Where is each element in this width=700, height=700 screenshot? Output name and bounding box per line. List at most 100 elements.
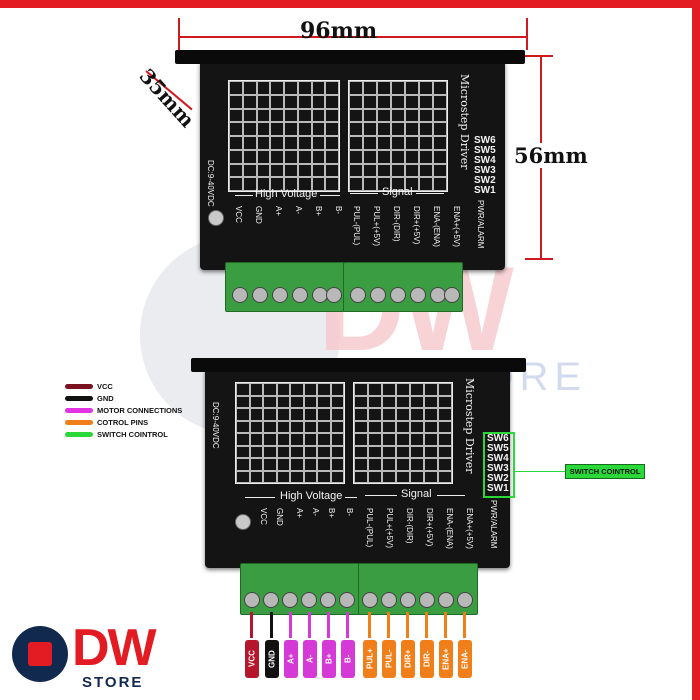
pin-wire bbox=[270, 612, 273, 638]
terminal-block-high-voltage bbox=[225, 262, 345, 312]
legend-label: COTROL PINS bbox=[97, 417, 149, 427]
signal-label: Signal bbox=[382, 186, 413, 198]
pin-label-ena-minus: ENA- bbox=[458, 640, 472, 678]
terminal-screw-icon bbox=[419, 592, 435, 608]
switch-label: SW4 bbox=[474, 155, 496, 166]
terminal-screw-icon bbox=[381, 592, 397, 608]
switch-label: SW4 bbox=[487, 453, 509, 464]
switch-label: SW2 bbox=[474, 175, 496, 186]
terminal-screw-icon bbox=[326, 287, 342, 303]
terminal-block-signal bbox=[358, 563, 478, 615]
pin-text-pul-minus: PUL-(PUL) bbox=[352, 206, 361, 246]
legend-label: GND bbox=[97, 393, 114, 403]
pin-text-vcc: VCC bbox=[234, 206, 243, 223]
pin-text-b-plus: B+ bbox=[327, 508, 336, 519]
mounting-bracket-bottom bbox=[191, 358, 526, 372]
switch-label: SW5 bbox=[474, 145, 496, 156]
switch-callout-line bbox=[513, 471, 565, 472]
legend-swatch bbox=[65, 383, 93, 389]
legend-swatch bbox=[65, 407, 93, 413]
pin-text-ena-minus: ENA-(ENA) bbox=[445, 508, 454, 549]
pin-text-gnd: GND bbox=[254, 206, 263, 224]
red-top-border bbox=[0, 0, 700, 8]
switch-label: SW6 bbox=[487, 433, 509, 444]
width-dimension-tick-right bbox=[526, 18, 528, 50]
screw-icon bbox=[235, 514, 251, 530]
height-dimension-tick-bottom bbox=[525, 258, 553, 260]
terminal-block-high-voltage bbox=[240, 563, 360, 615]
legend-label: SWITCH COINTROL bbox=[97, 429, 168, 439]
high-voltage-label: High Voltage bbox=[280, 490, 343, 502]
switch-highlight bbox=[483, 432, 515, 498]
pin-wire bbox=[444, 612, 447, 638]
depth-dimension-label: 35mm bbox=[134, 63, 200, 133]
switch-label: SW1 bbox=[487, 483, 509, 494]
pin-text-a-plus: A+ bbox=[274, 206, 283, 217]
section-divider bbox=[416, 193, 444, 194]
pin-label-pul-plus: PUL+ bbox=[363, 640, 377, 678]
switch-label: SW1 bbox=[474, 185, 496, 196]
pin-label-ena-plus: ENA+ bbox=[439, 640, 453, 678]
terminal-screw-icon bbox=[232, 287, 248, 303]
width-dimension-line bbox=[178, 36, 526, 38]
pin-text-vcc: VCC bbox=[259, 508, 268, 525]
terminal-screw-icon bbox=[339, 592, 355, 608]
switch-label: SW6 bbox=[474, 135, 496, 146]
red-right-border bbox=[692, 0, 700, 700]
switch-label: SW3 bbox=[487, 463, 509, 474]
section-divider bbox=[437, 495, 465, 496]
section-divider bbox=[320, 195, 340, 196]
legend-label: MOTOR CONNECTIONS bbox=[97, 405, 183, 415]
pin-label-dir-minus: DIR- bbox=[420, 640, 434, 678]
legend-swatch bbox=[65, 419, 93, 425]
terminal-screw-icon bbox=[400, 592, 416, 608]
pin-label-a-plus: A+ bbox=[284, 640, 298, 678]
pin-wire bbox=[346, 612, 349, 638]
legend-swatch bbox=[65, 395, 93, 401]
mounting-bracket-top bbox=[175, 50, 525, 64]
pin-label-b-minus: B- bbox=[341, 640, 355, 678]
terminal-screw-icon bbox=[320, 592, 336, 608]
legend: VCC GND MOTOR CONNECTIONS COTROL PINS SW… bbox=[65, 380, 182, 440]
terminal-screw-icon bbox=[244, 592, 260, 608]
terminal-screw-icon bbox=[444, 287, 460, 303]
legend-item: MOTOR CONNECTIONS bbox=[65, 404, 182, 416]
pin-text-dir-plus: DIR+(+5V) bbox=[425, 508, 434, 547]
pin-text-dir-minus: DIR-(DIR) bbox=[405, 508, 414, 544]
legend-swatch bbox=[65, 431, 93, 437]
pin-text-pul-plus: PUL+(+5V) bbox=[385, 508, 394, 549]
power-rating: DC:9-40VDC bbox=[206, 160, 215, 207]
terminal-screw-icon bbox=[272, 287, 288, 303]
pin-label-gnd: GND bbox=[265, 640, 279, 678]
pin-wire bbox=[289, 612, 292, 638]
pin-wire bbox=[308, 612, 311, 638]
terminal-screw-icon bbox=[252, 287, 268, 303]
pin-text-a-minus: A- bbox=[311, 508, 320, 516]
switch-label: SW3 bbox=[474, 165, 496, 176]
pin-text-dir-plus: DIR+(+5V) bbox=[412, 206, 421, 245]
pin-wire bbox=[425, 612, 428, 638]
legend-item: GND bbox=[65, 392, 182, 404]
legend-item: VCC bbox=[65, 380, 182, 392]
screw-icon bbox=[208, 210, 224, 226]
board-title: Microstep Driver bbox=[463, 378, 476, 474]
terminal-screw-icon bbox=[390, 287, 406, 303]
pin-text-b-minus: B- bbox=[334, 206, 343, 214]
pin-label-a-minus: A- bbox=[303, 640, 317, 678]
terminal-screw-icon bbox=[362, 592, 378, 608]
pin-wire bbox=[463, 612, 466, 638]
terminal-screw-icon bbox=[350, 287, 366, 303]
pin-label-vcc: VCC bbox=[245, 640, 259, 678]
pin-text-dir-minus: DIR-(DIR) bbox=[392, 206, 401, 242]
pin-wire bbox=[387, 612, 390, 638]
power-rating: DC:9-40VDC bbox=[211, 402, 220, 449]
pin-text-pul-minus: PUL-(PUL) bbox=[365, 508, 374, 548]
switch-labels: SW6 SW5 SW4 SW3 SW2 SW1 bbox=[487, 434, 509, 494]
terminal-screw-icon bbox=[457, 592, 473, 608]
terminal-screw-icon bbox=[438, 592, 454, 608]
pin-label-pul-minus: PUL- bbox=[382, 640, 396, 678]
pin-wire bbox=[250, 612, 253, 638]
pin-text-b-minus: B- bbox=[345, 508, 354, 516]
terminal-screw-icon bbox=[301, 592, 317, 608]
section-divider bbox=[245, 497, 275, 498]
